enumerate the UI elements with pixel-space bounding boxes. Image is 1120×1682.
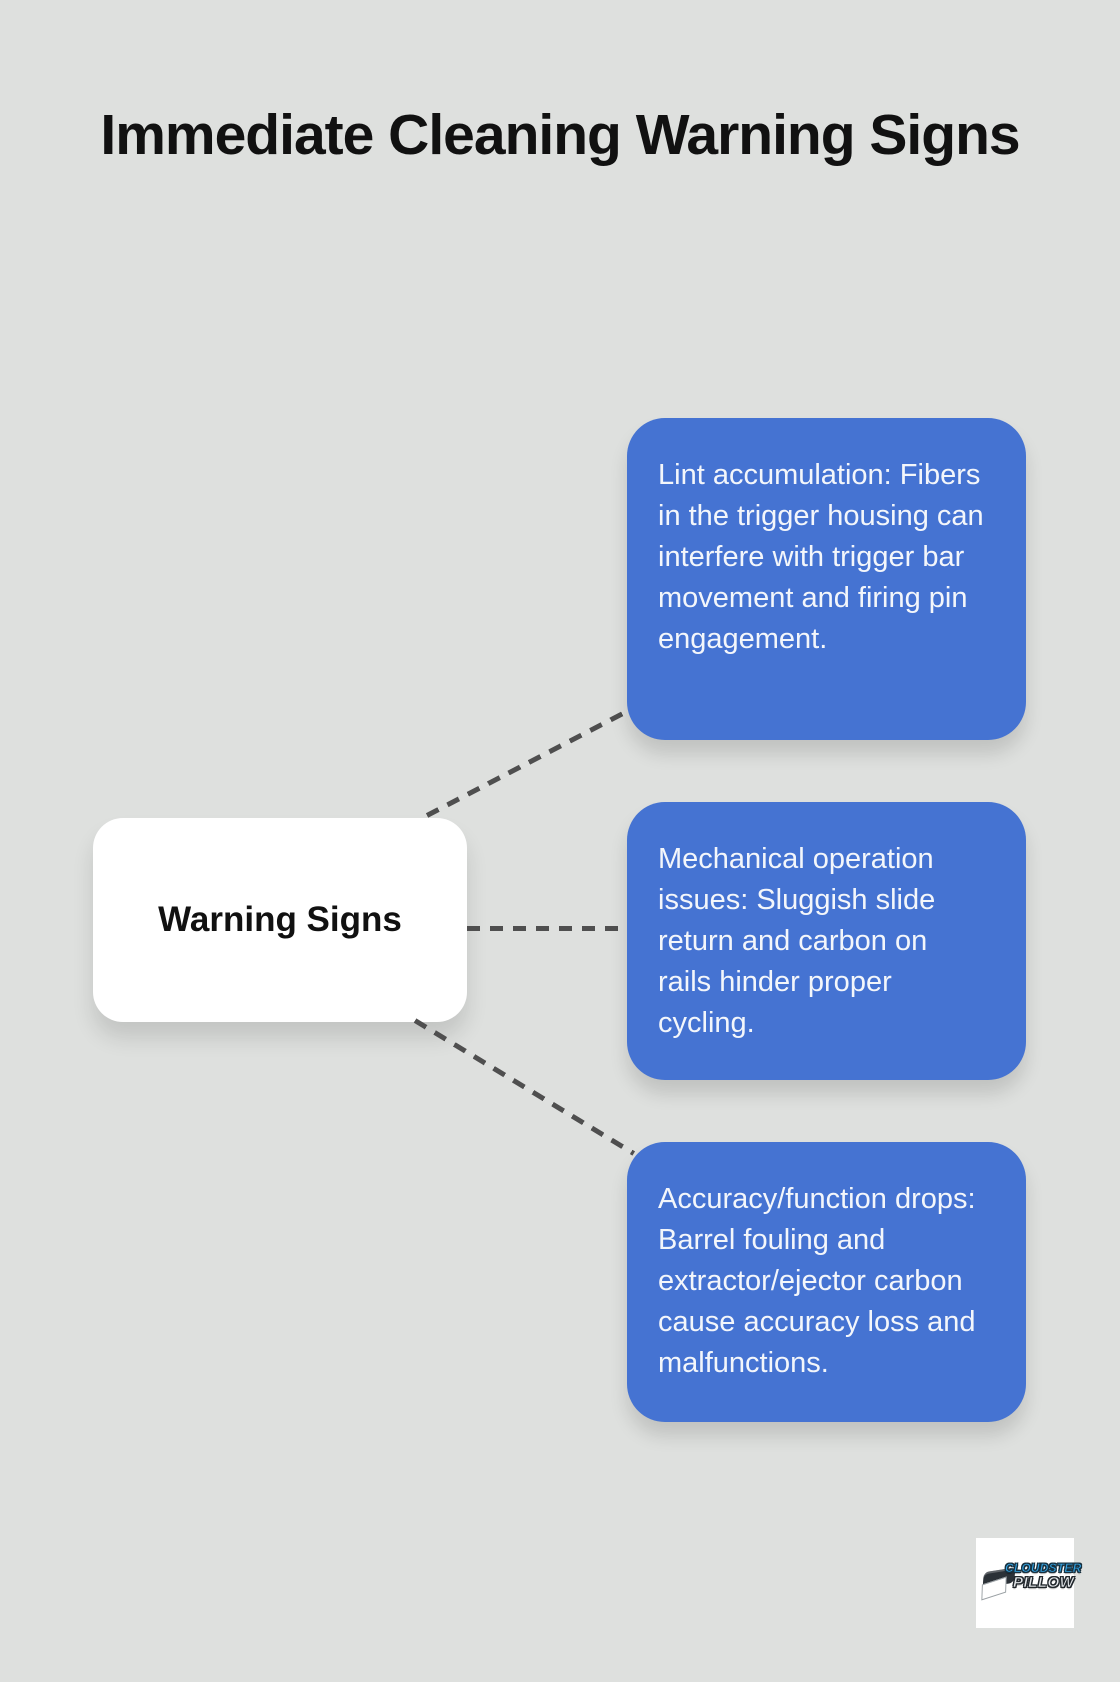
brand-logo-box: CLOUDSTER PILLOW	[976, 1538, 1082, 1628]
branch-box-accuracy-drops: Accuracy/function drops: Barrel fouling …	[627, 1142, 1026, 1422]
branch-text-accuracy-drops: Accuracy/function drops: Barrel fouling …	[658, 1183, 976, 1379]
branch-text-mechanical-issues: Mechanical operation issues: Sluggish sl…	[658, 843, 936, 1039]
branch-box-lint-accumulation: Lint accumulation: Fibers in the trigger…	[627, 418, 1026, 740]
connector-line-to-mechanical-issues	[467, 926, 628, 931]
page-title: Immediate Cleaning Warning Signs	[100, 103, 1020, 167]
branch-box-mechanical-issues: Mechanical operation issues: Sluggish sl…	[627, 802, 1026, 1080]
warning-signs-node-label: Warning Signs	[158, 900, 402, 939]
connector-line-to-lint-accumulation	[425, 709, 627, 818]
connector-line-to-accuracy-drops	[413, 1018, 636, 1156]
brand-logo: CLOUDSTER PILLOW	[981, 1560, 1082, 1606]
branch-text-lint-accumulation: Lint accumulation: Fibers in the trigger…	[658, 459, 984, 655]
warning-signs-node: Warning Signs	[93, 818, 467, 1022]
brand-logo-text-pillow: PILLOW	[1013, 1574, 1075, 1592]
brand-logo-text-cloudster: CLOUDSTER	[1005, 1561, 1082, 1576]
